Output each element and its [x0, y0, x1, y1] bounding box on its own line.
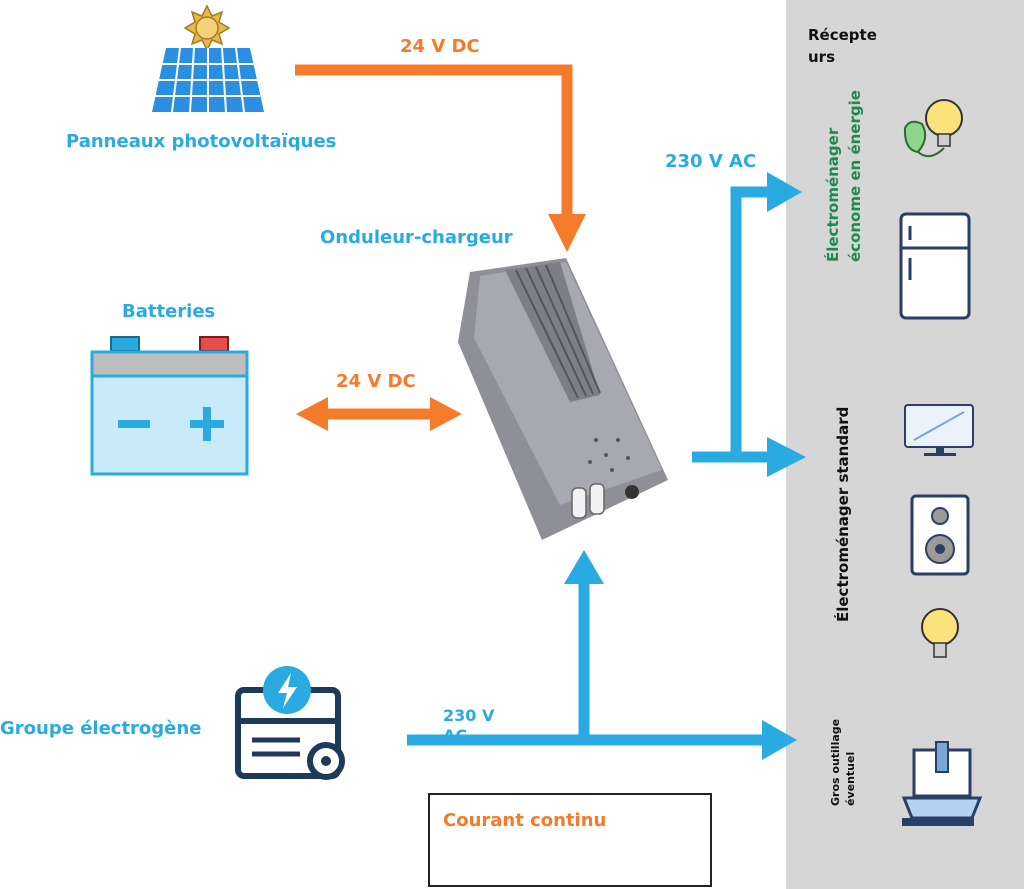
legend-dc-label: Courant continu	[443, 810, 607, 831]
panels-label: Panneaux photovoltaïques	[66, 131, 337, 152]
ac-arrow-output	[692, 172, 806, 477]
solar-panel-icon	[152, 47, 264, 113]
battery-icon	[90, 336, 249, 476]
machine-tool-icon	[901, 741, 983, 826]
dc-mid-label: 24 V DC	[336, 371, 416, 392]
sun-icon	[183, 4, 231, 52]
dc-top-label: 24 V DC	[400, 36, 480, 57]
generator-label: Groupe électrogène	[0, 718, 202, 739]
receivers-title-line1: Récepte	[808, 26, 877, 44]
receivers-title-line2: urs	[808, 48, 836, 66]
monitor-icon	[904, 404, 974, 456]
eco-bulb-icon	[903, 99, 963, 158]
dc-arrow-batteries	[296, 397, 462, 431]
batteries-label: Batteries	[122, 301, 216, 322]
legend	[428, 793, 712, 887]
ac-arrow-generator	[407, 550, 797, 760]
inverter-device	[458, 258, 668, 540]
ac-top-label: 230 V AC	[665, 151, 757, 172]
bulb-icon	[921, 608, 959, 658]
inverter-label: Onduleur-chargeur	[320, 227, 513, 248]
ac-bottom-label-line1: 230 V	[443, 706, 495, 725]
ac-bottom-label-line2: AC	[443, 726, 494, 735]
generator-icon	[235, 666, 345, 780]
fridge-icon	[899, 212, 971, 320]
speaker-icon	[910, 494, 970, 576]
receivers-title: Récepte urs	[808, 24, 877, 68]
dc-arrow-panels	[295, 64, 586, 252]
ac-bottom-label: 230 V AC	[443, 706, 494, 735]
